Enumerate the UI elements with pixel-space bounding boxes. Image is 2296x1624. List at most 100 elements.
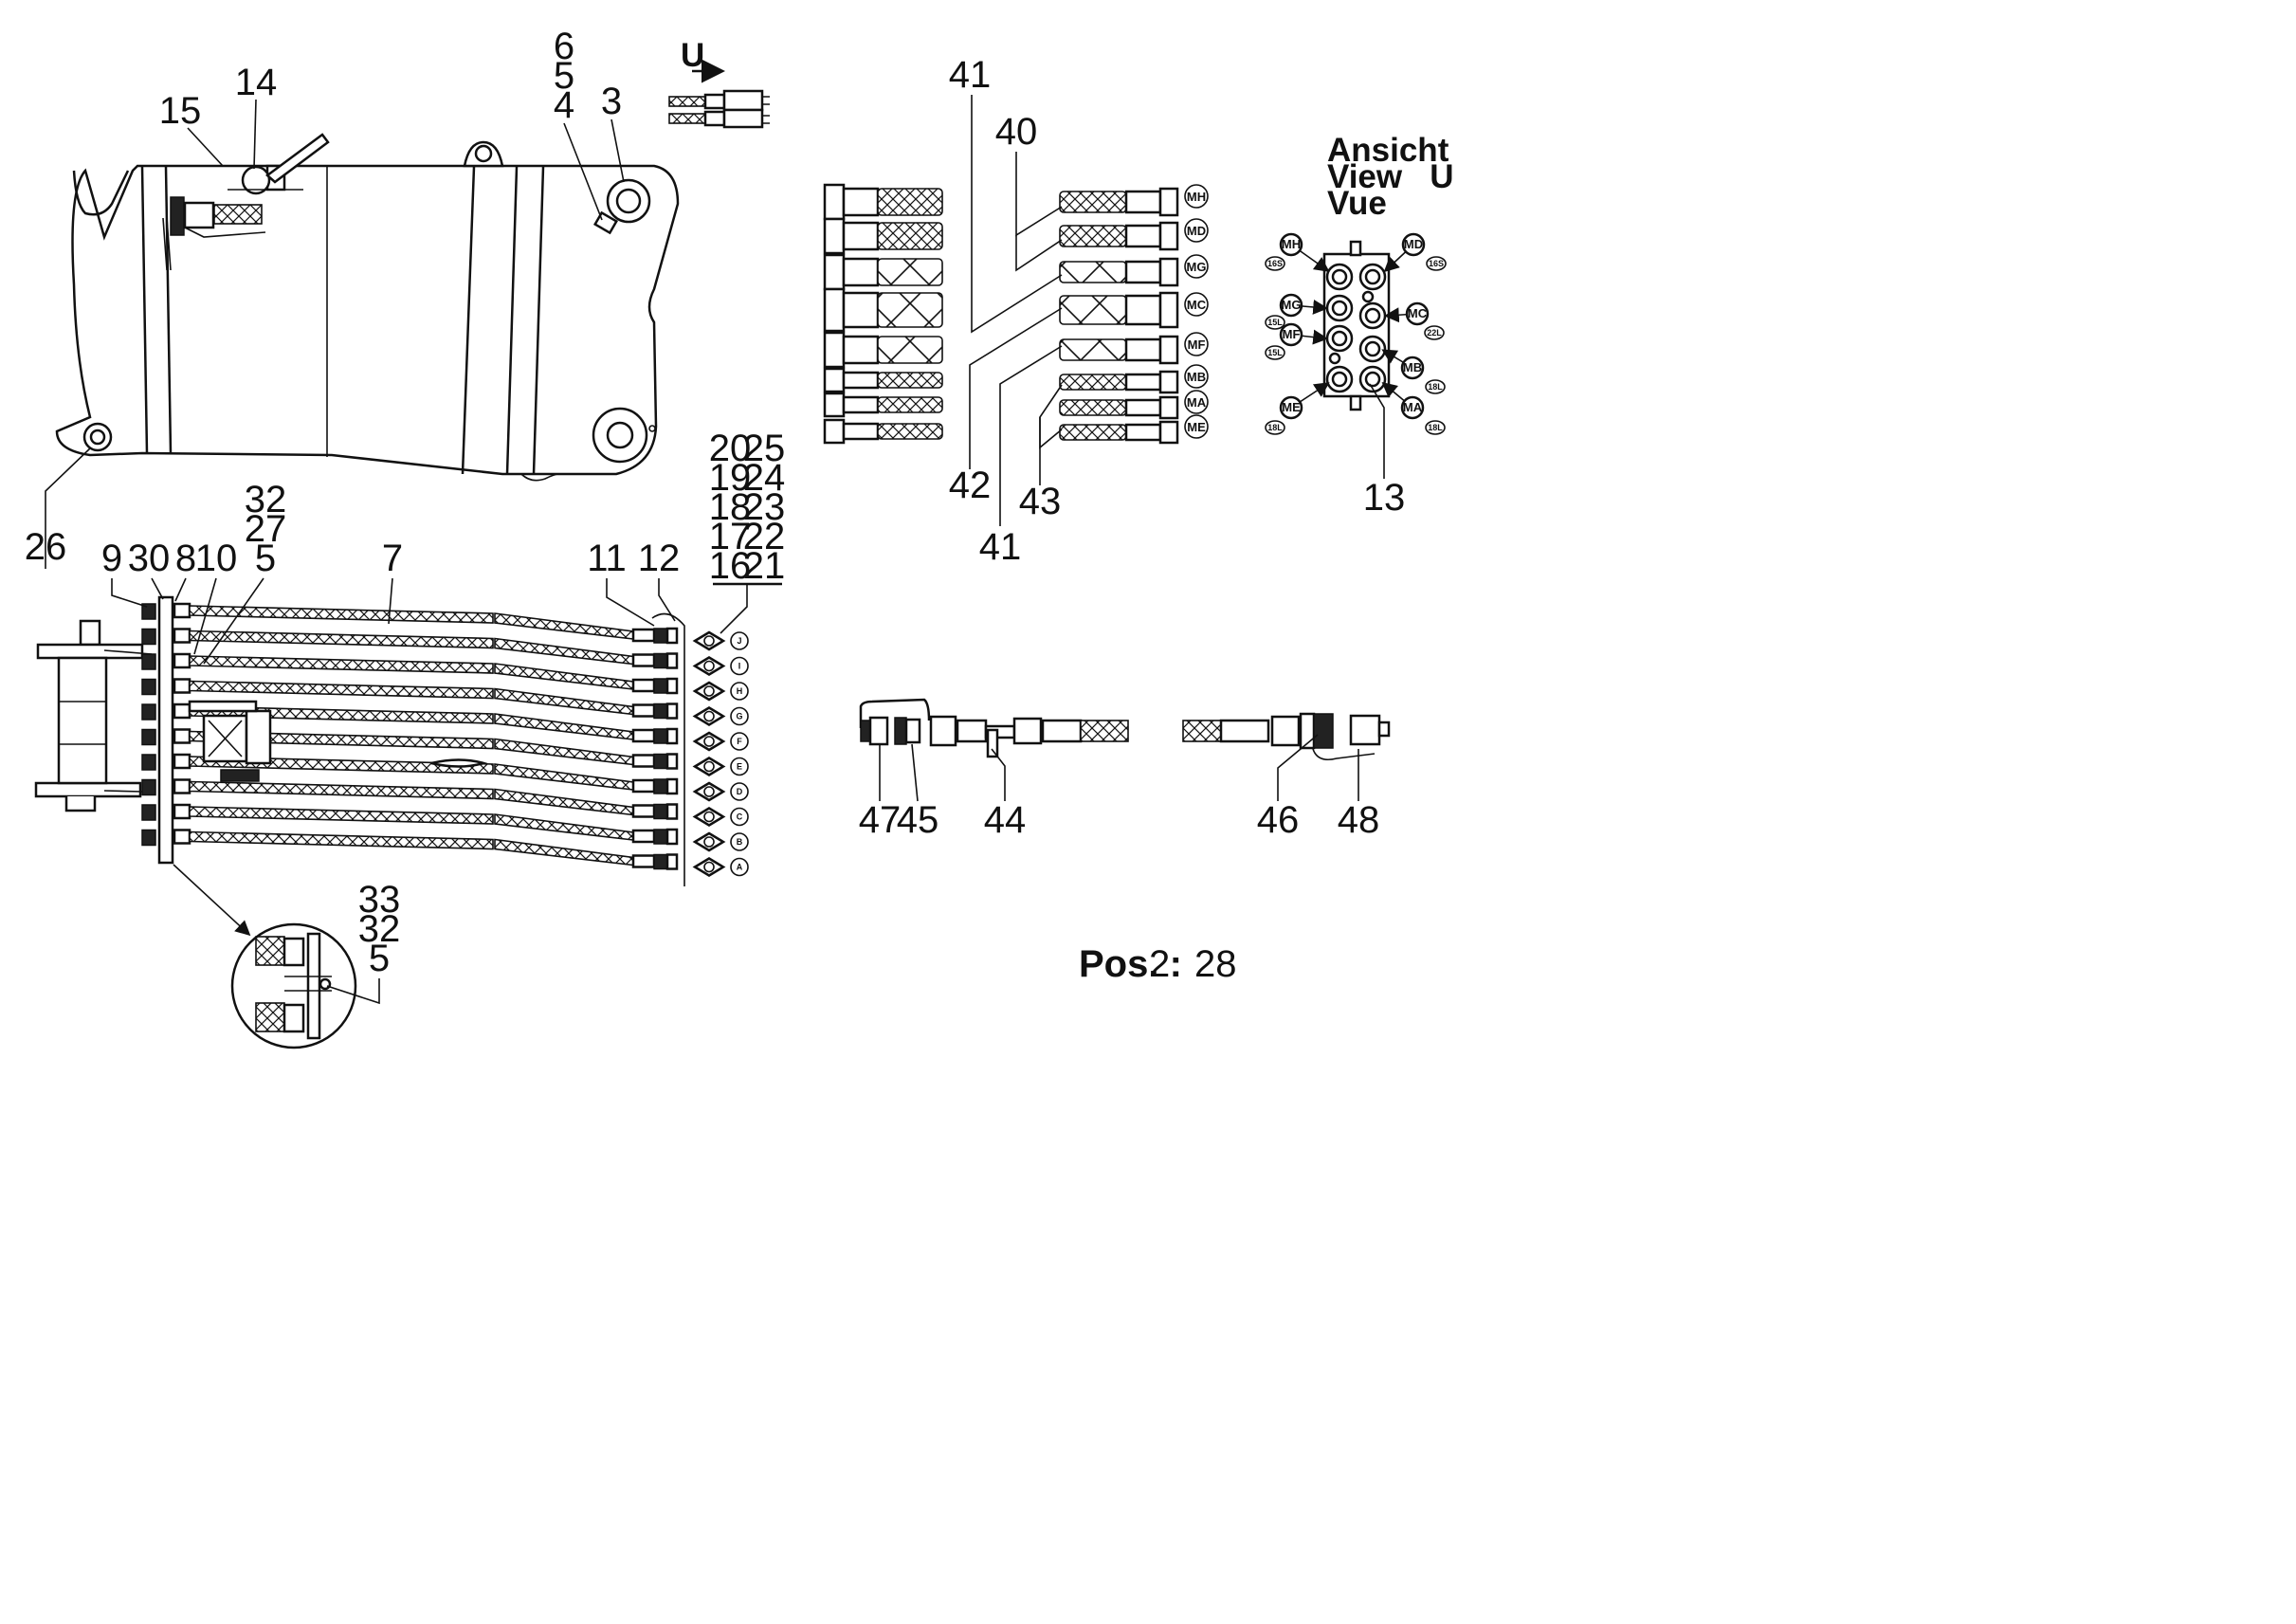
callout-16: 16 (709, 545, 752, 587)
callout-32: 32 (245, 479, 287, 520)
loose-hose (823, 217, 943, 255)
tagged-hose: MG (1059, 254, 1209, 287)
callout-14: 14 (235, 62, 278, 103)
position-value-28: 28 (1194, 943, 1237, 985)
view-u-port-tag-text: MB (1403, 360, 1422, 374)
callout-5c: 5 (369, 938, 390, 979)
port-bore (1331, 300, 1348, 317)
callout-6: 6 (554, 26, 574, 67)
callout-32b: 32 (358, 908, 401, 950)
port-tag: MF (1188, 338, 1206, 352)
callout-30: 30 (128, 538, 171, 579)
loose-hose (823, 287, 943, 333)
loose-hose (823, 418, 943, 445)
view-u-port-tag: MG (1279, 293, 1329, 318)
size-tag: 18L (1425, 420, 1446, 435)
position-prefix: Pos. : (1079, 943, 1182, 985)
port-tag: MA (1187, 395, 1207, 410)
end-mark: F (692, 731, 749, 752)
end-mark-letter: F (737, 737, 742, 746)
callout-48: 48 (1338, 799, 1380, 841)
port-bore (1364, 371, 1381, 388)
end-mark: C (692, 807, 749, 827)
end-mark: A (692, 857, 749, 877)
view-u-title-de: Ansicht (1327, 132, 1449, 169)
callout-22: 22 (743, 516, 786, 557)
tagged-hose: MF (1059, 332, 1209, 365)
end-mark-letter: D (737, 787, 743, 796)
callout-42: 42 (949, 465, 992, 506)
port-tag: MB (1187, 370, 1206, 384)
callout-4: 4 (554, 84, 574, 126)
view-u-port-tag-text: ME (1282, 400, 1301, 414)
view-u-port-tag-text: MH (1282, 237, 1301, 251)
size-tag-text: 15L (1267, 318, 1283, 327)
hose-bundle-view (34, 595, 685, 886)
tagged-hose: MA (1059, 390, 1209, 420)
view-u-port-tag: MC (1383, 301, 1430, 326)
callout-17: 17 (709, 516, 752, 557)
view-u-port-tag-text: MD (1404, 237, 1423, 251)
bundle-hose (141, 829, 679, 870)
view-u-marker: U (668, 37, 770, 129)
tagged-hose: MD (1059, 218, 1209, 251)
port-bore (1364, 307, 1381, 324)
view-u-port-tag-text: MA (1403, 400, 1423, 414)
coupling-assembly-view: 47 45 44 46 48 (859, 698, 1391, 841)
callout-27: 27 (245, 508, 287, 550)
callout-20: 20 (709, 428, 752, 469)
size-tag-text: 22L (1427, 328, 1442, 338)
position-value-2: 2 (1149, 943, 1170, 985)
port-tag: MD (1187, 224, 1206, 238)
size-tag-text: 18L (1428, 382, 1443, 392)
end-mark-letter: C (737, 812, 743, 822)
loose-hose (823, 331, 943, 369)
detail-view: 33 32 5 (173, 864, 401, 1049)
callout-24: 24 (743, 457, 786, 499)
callout-41b: 41 (979, 526, 1022, 568)
callout-5: 5 (554, 55, 574, 97)
view-u-port-tag: MF (1279, 322, 1329, 347)
callout-8: 8 (175, 538, 196, 579)
callout-13: 13 (1363, 477, 1406, 519)
end-mark-letter: I (738, 662, 741, 671)
main-view-callouts: 14 15 6 5 4 3 26 (25, 26, 625, 569)
size-tag-text: 18L (1428, 423, 1443, 432)
port-tag: MH (1187, 190, 1206, 204)
callout-43: 43 (1019, 481, 1062, 522)
end-mark-letter: H (737, 686, 743, 696)
view-u-title-fr: Vue (1327, 185, 1387, 222)
boom-main-view (55, 133, 680, 482)
size-tag-text: 18L (1267, 423, 1283, 432)
port-bore (1331, 371, 1348, 388)
callout-12: 12 (638, 538, 681, 579)
size-tag: 15L (1265, 345, 1285, 360)
end-mark-letter: B (737, 837, 743, 847)
loose-hose (823, 367, 943, 393)
bundle-hose (141, 652, 679, 695)
position-note: Pos. : 2 28 (1079, 943, 1237, 985)
bundle-hose (141, 602, 679, 645)
view-u-letter: U (681, 37, 704, 74)
size-tag: 16S (1265, 256, 1285, 271)
callout-7: 7 (382, 538, 403, 579)
bundle-hose (141, 803, 679, 846)
callout-33: 33 (358, 879, 401, 921)
loose-hose (823, 183, 943, 221)
view-u-port-tag-text: MF (1283, 327, 1301, 341)
view-u-port-tag-text: MG (1282, 298, 1302, 312)
end-mark-letter: J (737, 636, 741, 646)
size-tag: 22L (1424, 325, 1445, 340)
end-mark: D (692, 781, 749, 802)
callout-21: 21 (743, 545, 786, 587)
callout-44: 44 (984, 799, 1027, 841)
port-bore (1331, 330, 1348, 347)
size-tag-text: 16S (1429, 259, 1444, 268)
bundle-hose (141, 628, 679, 669)
plug (1361, 290, 1375, 303)
callout-18: 18 (709, 486, 752, 528)
